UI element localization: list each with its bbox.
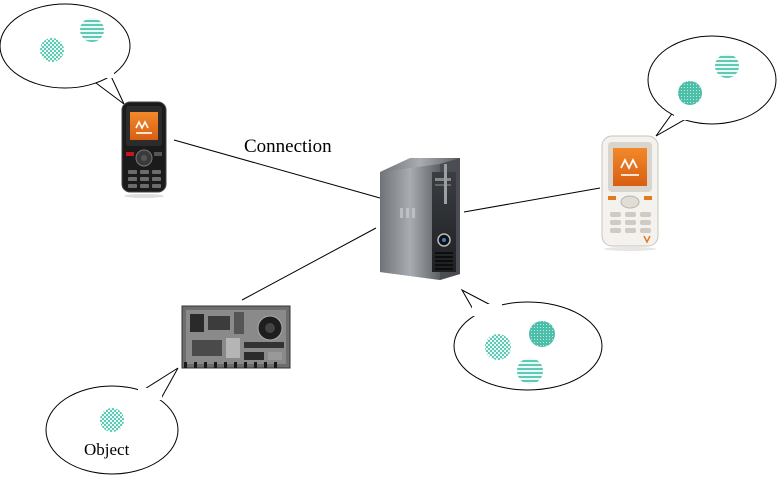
object-label: Object [84, 440, 130, 459]
speech-bubble-computer [453, 288, 603, 391]
bubble-body [647, 35, 777, 125]
object-dotted [529, 321, 555, 347]
object-striped [80, 18, 104, 42]
speech-bubble-white-phone [647, 35, 777, 137]
speech-bubble-black-phone [0, 3, 131, 105]
mobile-phone-icon [121, 101, 167, 198]
circuit-board-icon [181, 305, 291, 369]
connection-line-black-phone [173, 139, 381, 199]
connection-label: Connection [244, 136, 332, 157]
connection-line-circuit-board [241, 227, 377, 301]
desktop-computer-icon [380, 158, 460, 280]
object-checker [40, 38, 64, 62]
connection-line-white-phone [463, 187, 601, 213]
mobile-phone-icon [601, 135, 659, 251]
connection-lines [173, 139, 601, 301]
speech-bubble-circuit-board [45, 367, 179, 475]
object-striped [715, 54, 739, 78]
object-checker [485, 334, 511, 360]
object-striped [517, 358, 543, 384]
object-dotted [678, 81, 702, 105]
object-checker [100, 408, 124, 432]
bubble-body [453, 301, 603, 391]
